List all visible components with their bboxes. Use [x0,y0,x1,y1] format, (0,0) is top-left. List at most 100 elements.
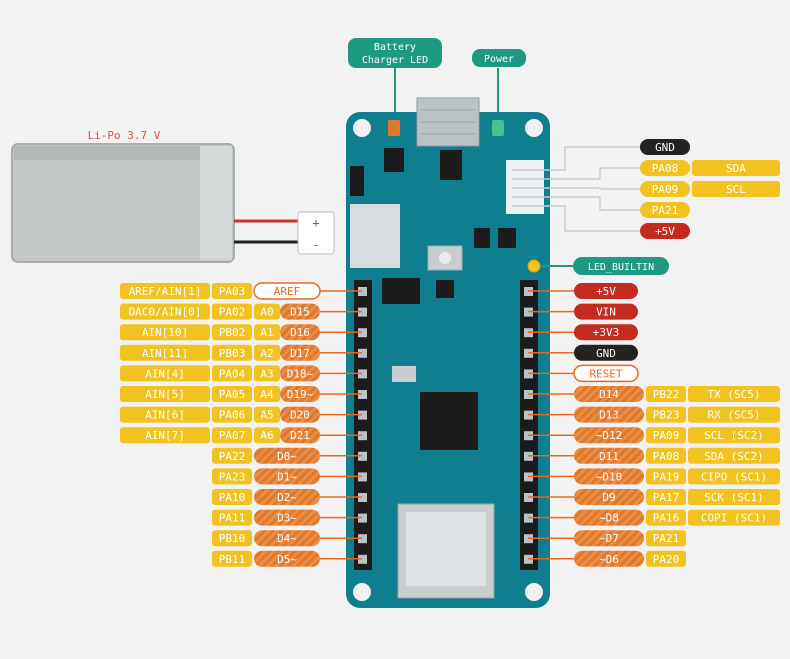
pin-label-text: D1~ [277,470,297,483]
pin-label-bg [640,223,690,239]
pin-label: A0 [254,303,280,320]
pin-label-bg [640,202,690,218]
chip-regulator [382,278,420,304]
led-builtin-callout-label: LED_BUILTIN [588,262,654,273]
header-pin [358,513,367,523]
pin-label-bg [212,324,252,341]
header-pin [358,307,367,317]
pin-label-text: D21 [290,429,310,442]
pin-label-text: ~D12 [596,429,623,442]
header-pin [358,493,367,502]
pin-label-text: PA20 [653,553,680,566]
pin-label: D5~ [254,550,320,567]
pin-label-bg [254,489,320,505]
pin-label: CIPO (SC1) [688,468,780,485]
pin-label-text: PA19 [653,470,680,483]
pin-label-bg [640,139,690,155]
pin-label-text: +5V [655,225,675,238]
pin-label-bg [120,406,210,423]
pin-label-text: D19~ [287,388,314,401]
charger-led-callout: Battery Charger LED [348,38,442,68]
pin-label-text: PA08 [652,162,679,175]
pin-label-text: D4~ [277,532,297,545]
pin-label-text: AREF [274,285,301,298]
pin-label: SDA [692,160,780,176]
pin-label-text: PA17 [653,491,680,504]
pin-label-text: PA09 [653,429,680,442]
pin-label: RESET [573,364,639,383]
pin-label-text: AIN[5] [145,388,185,401]
pin-label: PA23 [212,468,252,485]
pin-label: PA21 [640,202,690,218]
pin-label-bg [254,365,280,382]
pin-label-bg [574,509,644,526]
pin-label-bg [212,344,252,361]
pin-label-text: SCL [726,183,746,196]
pin-label-bg [692,160,780,176]
header-pin [358,451,367,461]
pin-label: DAC0/AIN[0] [120,303,210,320]
charger-led-callout-line1: Battery [374,42,416,53]
pin-label-bg [574,550,644,567]
power-led-callout-bg [472,49,526,67]
pin-label-text: ~D7 [599,532,619,545]
pin-label: AIN[11] [120,344,210,361]
power-led-callout-label: Power [484,54,514,65]
pin-label: PA16 [646,509,686,526]
pin-label: D21 [280,427,320,444]
charger-led-callout-bg [348,38,442,68]
pin-label: PA19 [646,468,686,485]
pin-label-bg [688,509,780,526]
pin-label: TX (SC5) [688,386,780,402]
pin-label: +3V3 [574,324,638,341]
pin-label-bg [646,509,686,526]
pin-label: SCL [692,181,780,197]
pin-label-bg [280,324,320,341]
pin-label: A6 [254,427,280,444]
pin-label: PB03 [212,344,252,361]
led-builtin-callout-bg [573,257,669,275]
battery-band [200,146,232,260]
pin-label: PB23 [646,406,686,423]
power-led-callout: Power [472,49,526,67]
mount-hole-tr [525,119,543,137]
pin-label: D4~ [254,530,320,547]
header-pin [358,431,367,441]
pin-label: D13 [574,406,644,423]
pin-label-bg [646,386,686,402]
pin-label-text: SDA [726,162,746,175]
pin-label-bg [212,447,252,464]
reset-button-cap [439,252,451,264]
pin-label-text: PA16 [653,512,680,525]
pin-label-text: AIN[7] [145,429,185,442]
pin-label-text: D20 [290,409,310,422]
pin-label: ~D8 [574,509,644,526]
pin-label-bg [640,160,690,176]
pin-label: PA11 [212,509,252,526]
pin-label-bg [254,427,280,444]
pin-label-bg [212,509,252,526]
header-pin [358,287,367,296]
pin-label: AREF/AIN[1] [120,283,210,299]
pin-label-bg [212,489,252,505]
pin-label-text: AREF/AIN[1] [129,285,202,298]
header-pin [358,472,367,482]
pin-label-bg [254,344,280,361]
pin-label: PA10 [212,489,252,505]
pin-label: ~D12 [574,427,644,444]
pin-label-text: RX (SC5) [708,409,761,422]
pin-label-text: AIN[4] [145,367,185,380]
pin-label: AIN[10] [120,324,210,341]
i2c-header [506,160,544,214]
pin-label-text: +3V3 [593,326,620,339]
led-builtin-callout: LED_BUILTIN [527,257,669,275]
top-header-wire [512,146,640,171]
crystal [392,366,416,382]
battery-minus: - [312,238,319,252]
pin-label-text: SCL (SC2) [704,429,764,442]
pin-label-bg [574,386,644,402]
top-header-wire [512,205,640,232]
pin-label-text: PB03 [219,347,246,360]
pin-label-text: ~D6 [599,553,619,566]
